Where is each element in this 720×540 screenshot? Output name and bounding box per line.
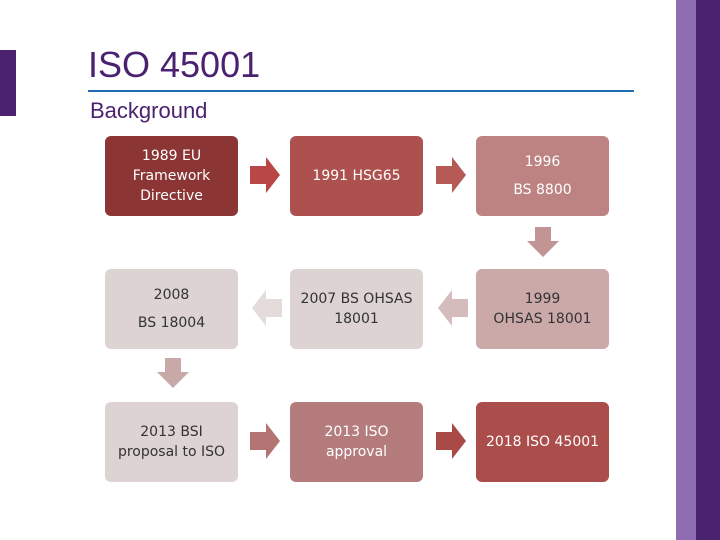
box-line: 1989 EU [141, 148, 202, 164]
arrow-left-icon [252, 290, 282, 326]
timeline-box-1991-hsg65: 1991 HSG65 [290, 136, 423, 216]
box-line: 1999 [524, 291, 561, 307]
arrow-right-icon [250, 157, 280, 193]
box-line: 2013 ISO [324, 424, 389, 440]
timeline-box-2013-iso-approval: 2013 ISO approval [290, 402, 423, 482]
slide-title: ISO 45001 [88, 44, 261, 85]
arrow-down-icon [527, 227, 559, 257]
box-line: 1991 HSG65 [312, 168, 401, 184]
right-accent-bar-dark [696, 0, 720, 540]
timeline-box-1989-eu-framework-directive: 1989 EU Framework Directive [105, 136, 238, 216]
timeline-box-1999-ohsas-18001: 1999 OHSAS 18001 [476, 269, 609, 349]
timeline-box-2007-bs-ohsas-18001: 2007 BS OHSAS 18001 [290, 269, 423, 349]
arrow-right-icon [436, 157, 466, 193]
arrow-right-icon [436, 423, 466, 459]
box-line: 18001 [334, 311, 379, 327]
timeline-box-2013-bsi-proposal: 2013 BSI proposal to ISO [105, 402, 238, 482]
left-accent-bar [0, 50, 16, 116]
box-line: BS 18004 [137, 315, 206, 331]
timeline-box-1996-bs-8800: 1996 BS 8800 [476, 136, 609, 216]
arrow-left-icon [438, 290, 468, 326]
right-accent-bar-light [676, 0, 696, 540]
box-line: approval [325, 444, 388, 460]
arrow-right-icon [250, 423, 280, 459]
box-line: 1996 [524, 154, 561, 170]
slide-subtitle: Background [90, 98, 208, 123]
title-rule [88, 90, 634, 92]
timeline-box-2008-bs-18004: 2008 BS 18004 [105, 269, 238, 349]
box-line: 2013 BSI [140, 424, 203, 440]
timeline-box-2018-iso-45001: 2018 ISO 45001 [476, 402, 609, 482]
arrow-down-icon [157, 358, 189, 388]
box-line: Directive [140, 188, 203, 204]
box-line: 2007 BS OHSAS [300, 291, 413, 307]
box-line: 2008 [153, 287, 190, 303]
box-line: proposal to ISO [117, 444, 226, 460]
box-line: Framework [132, 168, 211, 184]
box-line: OHSAS 18001 [493, 311, 592, 327]
box-line: BS 8800 [513, 182, 572, 198]
box-line: 2018 ISO 45001 [485, 434, 600, 450]
